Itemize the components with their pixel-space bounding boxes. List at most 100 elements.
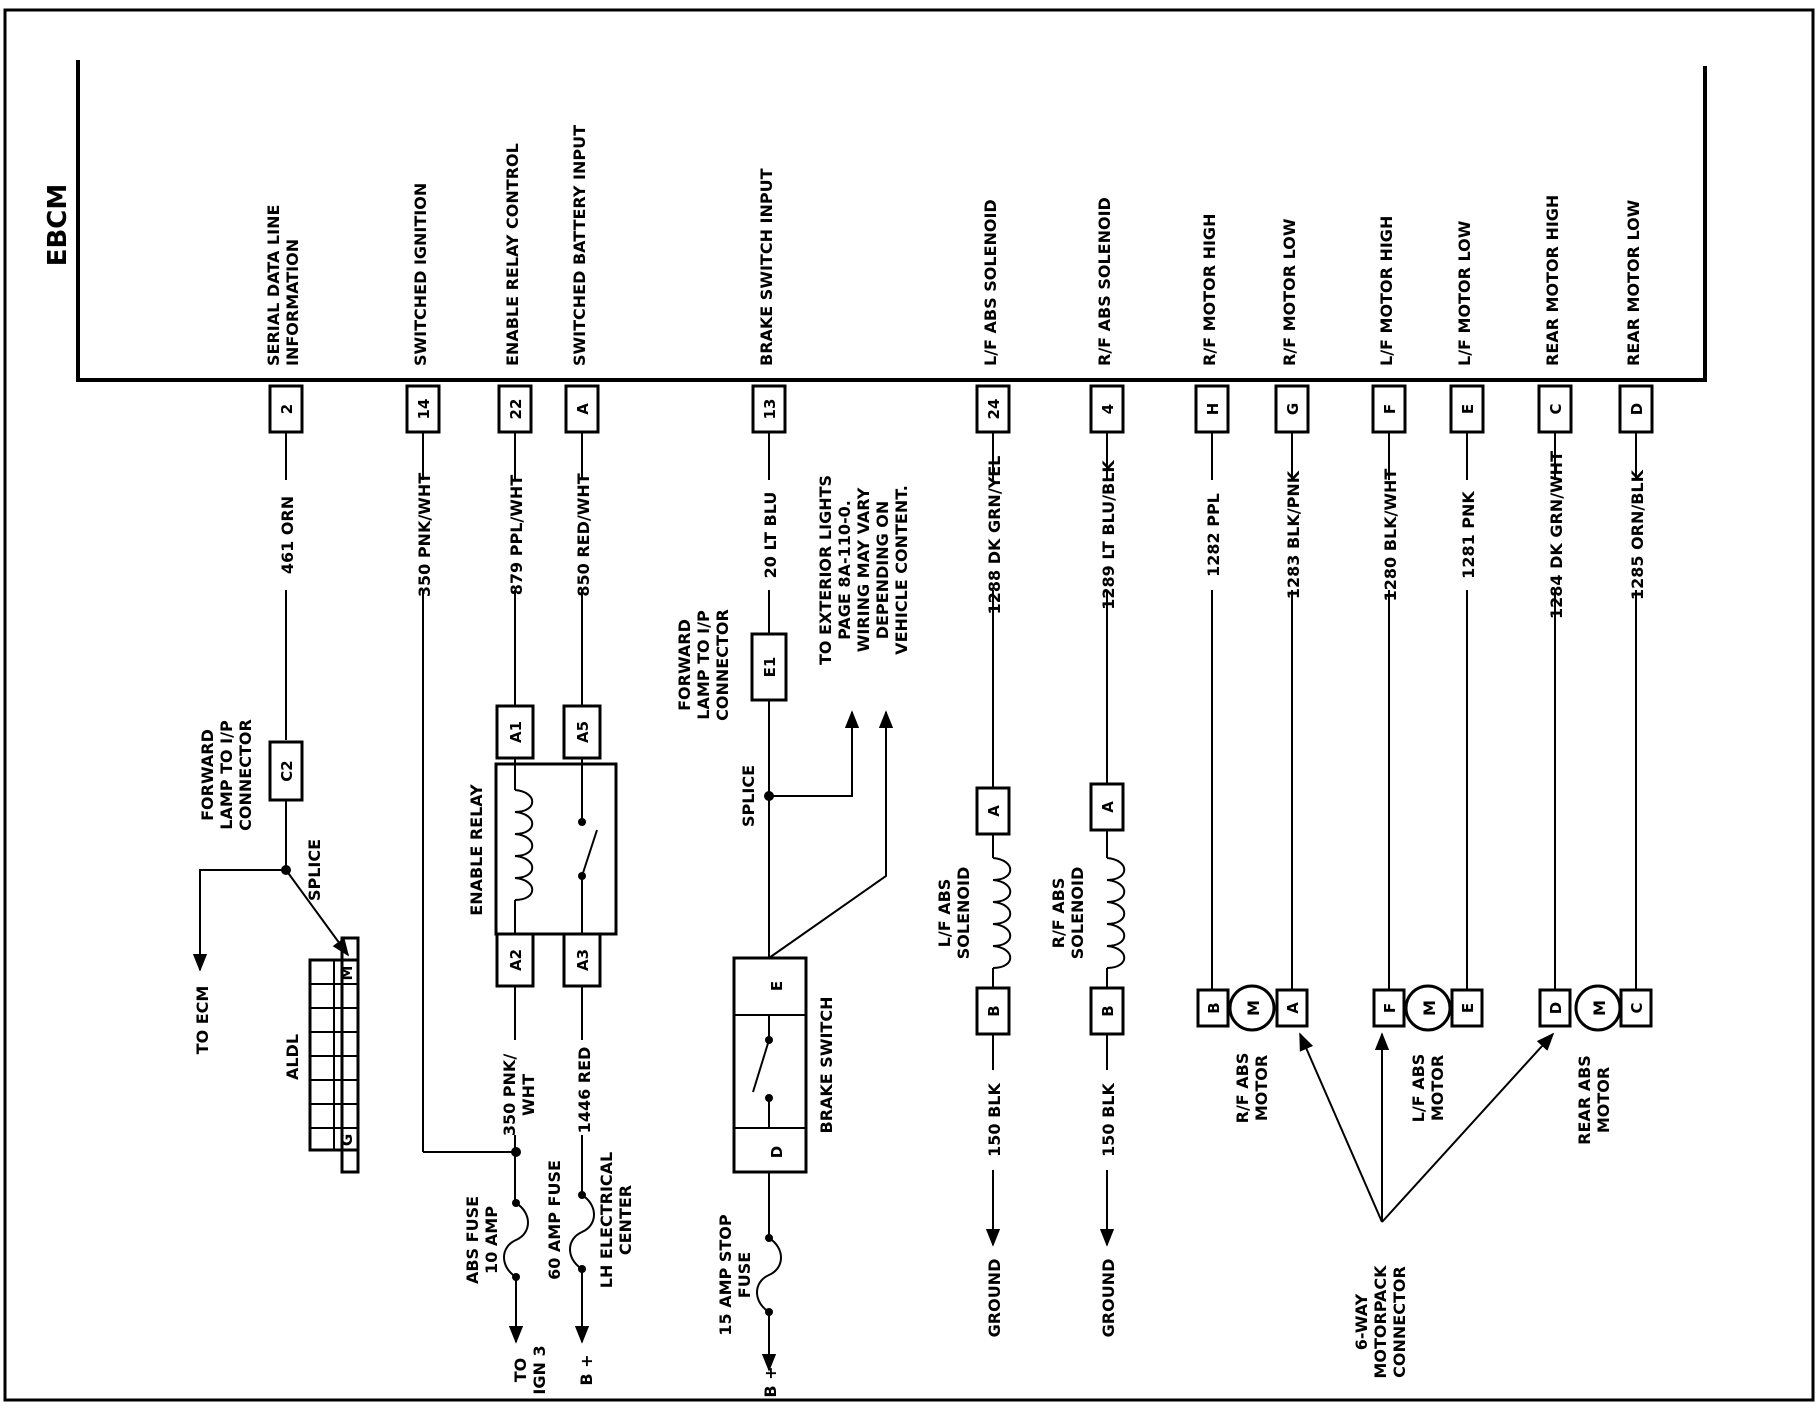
lf-motor-label-2: MOTOR (1428, 1055, 1447, 1121)
rf-solenoid-section: A B R/F ABS SOLENOID 150 BLK GROUND (1049, 590, 1126, 1338)
relay-bat-wire: 1446 RED (575, 1047, 594, 1134)
to-ecm-label: TO ECM (193, 986, 212, 1055)
terminal-tE-desc: L/F MOTOR LOW (1455, 220, 1474, 366)
lf-ground-label: GROUND (985, 1259, 1004, 1338)
rf-motor-label-2: MOTOR (1252, 1055, 1271, 1121)
brake-pin-d: D (768, 1146, 786, 1158)
terminal-tG-pin-box (1274, 384, 1310, 434)
terminal-t24-pin-box (975, 384, 1011, 434)
enable-relay-label: ENABLE RELAY (467, 784, 486, 916)
serial-data-branch: C2 FORWARD LAMP TO I/P CONNECTOR SPLICE … (192, 590, 360, 1174)
terminal-tE-pin: E (1459, 404, 1477, 414)
terminal-t22-pin-box (497, 384, 533, 434)
to-ign-label-1: TO (511, 1358, 530, 1383)
terminal-tH-pin-box (1194, 384, 1230, 434)
rf-solenoid-label-2: SOLENOID (1068, 867, 1087, 959)
lf-motor-symbol: M (1420, 1000, 1439, 1016)
aldl-pin-m: M (338, 966, 356, 981)
exterior-note-1: TO EXTERIOR LIGHTS (816, 475, 835, 665)
lh-center-label-2: CENTER (616, 1185, 635, 1255)
sixty-amp-fuse-label: 60 AMP FUSE (545, 1160, 564, 1280)
brake-splice-label: SPLICE (739, 765, 758, 827)
exterior-note-5: VEHICLE CONTENT. (892, 485, 911, 655)
terminal-tD-desc: REAR MOTOR LOW (1624, 199, 1643, 366)
terminal-tA-pin-box (564, 384, 600, 434)
rf-motor-symbol: M (1244, 1000, 1263, 1016)
terminal-tH-pin: H (1204, 403, 1222, 416)
lf-ground-wire: 150 BLK (985, 1083, 1004, 1157)
rf-ground-wire: 150 BLK (1099, 1083, 1118, 1157)
terminal-t2-pin: 2 (278, 404, 296, 414)
lf-motor-pin-f: F (1381, 1003, 1399, 1013)
rf-solenoid-coil (1106, 857, 1126, 969)
rf-solenoid-pin-a-label: A (1099, 801, 1117, 813)
terminal-tG-desc: R/F MOTOR LOW (1280, 218, 1299, 366)
stop-fuse-label-2: FUSE (735, 1252, 754, 1298)
ebcm-label: EBCM (43, 184, 73, 267)
terminal-tD: REAR MOTOR LOW D 1285 ORN/BLK (1618, 199, 1654, 600)
rf-solenoid-label-1: R/F ABS (1049, 878, 1068, 949)
rear-motor-label-1: REAR ABS (1575, 1055, 1594, 1145)
relay-pin-a1-label: A1 (507, 721, 525, 743)
rf-ground-label: GROUND (1099, 1259, 1118, 1338)
rear-motor-label-2: MOTOR (1594, 1067, 1613, 1133)
stop-b-plus-label: B + (761, 1366, 780, 1397)
connector-e1-pin: E1 (761, 657, 779, 678)
c2-connector-label-2: LAMP TO I/P (217, 720, 236, 830)
terminal-tC-wire: 1284 DK GRN/WHT (1547, 451, 1566, 619)
terminal-t4-desc: R/F ABS SOLENOID (1095, 197, 1114, 366)
e1-connector-label-3: CONNECTOR (713, 609, 732, 721)
b-plus-label: B + (577, 1354, 596, 1385)
terminal-tH-wire: 1282 PPL (1204, 493, 1223, 577)
lh-center-label-1: LH ELECTRICAL (597, 1152, 616, 1288)
terminal-tD-pin: D (1628, 403, 1646, 415)
terminal-t14-desc: SWITCHED IGNITION (411, 183, 430, 366)
terminal-t2-desc: INFORMATION (283, 239, 302, 366)
terminal-t2-wire: 461 ORN (278, 496, 297, 574)
terminal-tF-desc: L/F MOTOR HIGH (1377, 216, 1396, 366)
terminal-tF-pin: F (1381, 404, 1399, 414)
terminal-t24-pin: 24 (985, 399, 1003, 420)
relay-coil (514, 789, 534, 901)
terminal-t13-wire: 20 LT BLU (761, 492, 780, 579)
connector-c2-pin: C2 (278, 760, 296, 781)
rf-motor-pin-a: A (1284, 1002, 1302, 1014)
motorpack-label-2: MOTORPACK (1371, 1265, 1390, 1379)
terminal-tF-pin-box (1371, 384, 1407, 434)
rf-abs-motor: B M A R/F ABS MOTOR (1196, 590, 1309, 1124)
c2-connector-label-1: FORWARD (198, 729, 217, 821)
rf-solenoid-pin-b (1089, 986, 1125, 1036)
terminal-t14-wire: 350 PNK/WHT (415, 473, 434, 597)
terminal-t2-desc: SERIAL DATA LINE (264, 205, 283, 366)
terminal-t13-pin-box (751, 384, 787, 434)
relay-switch (581, 829, 598, 877)
relay-ign-wire-1: 350 PNK/ (500, 1054, 519, 1136)
lf-abs-motor: F M E L/F ABS MOTOR (1372, 590, 1484, 1123)
relay-pin-a3-label: A3 (574, 949, 592, 971)
lf-solenoid-pin-b-label: B (985, 1005, 1003, 1016)
terminal-tD-wire: 1285 ORN/BLK (1628, 469, 1647, 600)
e1-connector-label-2: LAMP TO I/P (694, 610, 713, 720)
connector-e1 (750, 632, 788, 702)
aldl-label: ALDL (283, 1034, 302, 1080)
rf-motor-label-1: R/F ABS (1233, 1053, 1252, 1124)
lf-motor-label-1: L/F ABS (1409, 1054, 1428, 1123)
abs-fuse-label-2: 10 AMP (482, 1206, 501, 1274)
terminal-t24-wire: 1288 DK GRN/YEL (985, 456, 1004, 615)
terminal-tA-wire: 850 RED/WHT (574, 473, 593, 596)
lf-solenoid-label-2: SOLENOID (954, 867, 973, 959)
lf-solenoid-pin-a-label: A (985, 805, 1003, 817)
terminal-tC-pin: C (1547, 403, 1565, 414)
sixty-amp-fuse-symbol (569, 1194, 595, 1270)
rear-abs-motor: D M C REAR ABS MOTOR (1538, 590, 1653, 1145)
relay-ign-wire-2: WHT (519, 1074, 538, 1116)
lf-solenoid-label-1: L/F ABS (935, 879, 954, 948)
stop-fuse-symbol (756, 1237, 782, 1313)
